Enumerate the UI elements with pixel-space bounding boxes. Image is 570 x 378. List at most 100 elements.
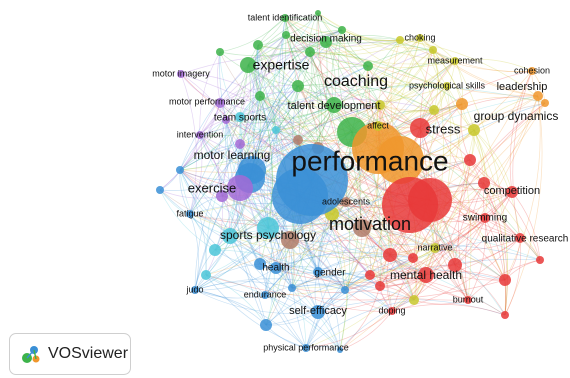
keyword-node[interactable] <box>176 166 184 174</box>
keyword-node-self-efficacy[interactable] <box>311 305 325 319</box>
keyword-node[interactable] <box>315 10 321 16</box>
keyword-node[interactable] <box>201 270 211 280</box>
keyword-node-narrative[interactable] <box>430 243 440 253</box>
keyword-node-sports-psychology[interactable] <box>257 217 279 239</box>
keyword-node[interactable] <box>541 99 549 107</box>
keyword-node-health[interactable] <box>270 262 282 274</box>
keyword-node-endurance[interactable] <box>261 291 269 299</box>
keyword-node-swimming[interactable] <box>480 213 490 223</box>
keyword-label-endurance[interactable]: endurance <box>244 289 287 299</box>
keyword-node[interactable] <box>253 40 263 50</box>
keyword-node[interactable] <box>156 186 164 194</box>
keyword-label-motor-imagery[interactable]: motor imagery <box>152 68 210 78</box>
keyword-label-mental-health[interactable]: mental health <box>390 268 462 282</box>
keyword-label-motivation[interactable]: motivation <box>329 214 411 234</box>
keyword-label-stress[interactable]: stress <box>426 121 461 136</box>
keyword-label-coaching[interactable]: coaching <box>324 73 388 90</box>
keyword-label-exercise[interactable]: exercise <box>188 180 236 195</box>
keyword-node[interactable] <box>409 295 419 305</box>
keyword-node-motor-performance[interactable] <box>215 98 225 108</box>
keyword-label-team-sports[interactable]: team sports <box>214 113 266 124</box>
keyword-node[interactable] <box>429 105 439 115</box>
keyword-node[interactable] <box>363 61 373 71</box>
keyword-node-cohesion[interactable] <box>528 67 536 75</box>
keyword-node-psychological-skills[interactable] <box>443 82 451 90</box>
keyword-node[interactable] <box>365 270 375 280</box>
keyword-node[interactable] <box>353 219 371 237</box>
keyword-node[interactable] <box>341 286 349 294</box>
keyword-node-expertise[interactable] <box>240 57 256 73</box>
keyword-node-competition[interactable] <box>506 186 518 198</box>
keyword-label-judo[interactable]: judo <box>185 284 203 294</box>
keyword-label-doping[interactable]: doping <box>378 305 405 315</box>
keyword-label-competition[interactable]: competition <box>484 185 540 197</box>
keyword-node[interactable] <box>305 47 315 57</box>
keyword-node[interactable] <box>288 284 296 292</box>
keyword-node-choking[interactable] <box>416 34 424 42</box>
keyword-node[interactable] <box>254 258 266 270</box>
keyword-label-performance[interactable]: performance <box>291 145 448 176</box>
keyword-label-cohesion[interactable]: cohesion <box>514 65 550 75</box>
keyword-node-team-sports[interactable] <box>235 112 245 122</box>
keyword-node[interactable] <box>281 231 299 249</box>
keyword-node[interactable] <box>499 274 511 286</box>
keyword-label-gender[interactable]: gender <box>314 268 346 279</box>
keyword-node-doping[interactable] <box>388 307 396 315</box>
keyword-node-talent-identification[interactable] <box>281 14 289 22</box>
keyword-node-burnout[interactable] <box>464 296 472 304</box>
keyword-label-decision-making[interactable]: decision making <box>290 34 362 45</box>
keyword-label-motor-learning[interactable]: motor learning <box>194 148 271 162</box>
keyword-label-expertise[interactable]: expertise <box>253 57 310 73</box>
keyword-label-health[interactable]: health <box>262 263 289 274</box>
keyword-node-intervention[interactable] <box>196 131 204 139</box>
keyword-node-gender[interactable] <box>313 267 323 277</box>
keyword-node[interactable] <box>464 154 476 166</box>
keyword-label-intervention[interactable]: intervention <box>177 129 224 139</box>
keyword-node[interactable] <box>501 311 509 319</box>
keyword-node-coaching[interactable] <box>352 122 404 174</box>
keyword-label-psychological-skills[interactable]: psychological skills <box>409 80 486 90</box>
keyword-node-fatigue[interactable] <box>186 210 194 218</box>
keyword-label-motor-performance[interactable]: motor performance <box>169 96 245 106</box>
keyword-node[interactable] <box>375 100 385 110</box>
keyword-node[interactable] <box>260 319 272 331</box>
keyword-label-affect[interactable]: affect <box>367 120 389 130</box>
keyword-label-talent-identification[interactable]: talent identification <box>248 12 323 22</box>
keyword-node[interactable] <box>222 116 230 124</box>
keyword-node-motor-imagery[interactable] <box>177 70 185 78</box>
keyword-node-leadership[interactable] <box>533 91 543 101</box>
keyword-node[interactable] <box>282 31 290 39</box>
keyword-node[interactable] <box>338 26 346 34</box>
keyword-node-measurement[interactable] <box>451 57 459 65</box>
keyword-node[interactable] <box>429 46 437 54</box>
keyword-node[interactable] <box>456 98 468 110</box>
keyword-node[interactable] <box>292 80 304 92</box>
keyword-label-physical-performance[interactable]: physical performance <box>263 342 349 352</box>
keyword-node-stress[interactable] <box>410 118 430 138</box>
keyword-node[interactable] <box>408 253 418 263</box>
keyword-node[interactable] <box>272 126 280 134</box>
keyword-node[interactable] <box>209 244 221 256</box>
keyword-node[interactable] <box>337 347 343 353</box>
keyword-label-choking[interactable]: choking <box>404 32 435 42</box>
keyword-node-qualitative-research[interactable] <box>515 233 525 243</box>
keyword-node[interactable] <box>448 258 462 272</box>
keyword-node[interactable] <box>222 228 238 244</box>
keyword-node[interactable] <box>375 281 385 291</box>
keyword-node-mental-health[interactable] <box>418 267 434 283</box>
keyword-label-sports-psychology[interactable]: sports psychology <box>220 228 316 242</box>
keyword-node[interactable] <box>293 135 303 145</box>
keyword-node-group-dynamics[interactable] <box>468 124 480 136</box>
keyword-label-narrative[interactable]: narrative <box>417 242 452 252</box>
keyword-label-swimming[interactable]: swimming <box>463 213 507 224</box>
keyword-node[interactable] <box>536 256 544 264</box>
keyword-node[interactable] <box>216 48 224 56</box>
keyword-node[interactable] <box>396 36 404 44</box>
keyword-label-group-dynamics[interactable]: group dynamics <box>474 109 559 123</box>
keyword-node[interactable] <box>235 139 245 149</box>
keyword-node[interactable] <box>383 248 397 262</box>
keyword-label-talent-development[interactable]: talent development <box>288 100 381 112</box>
keyword-node-adolescents[interactable] <box>341 197 351 207</box>
keyword-node-decision-making[interactable] <box>320 36 332 48</box>
